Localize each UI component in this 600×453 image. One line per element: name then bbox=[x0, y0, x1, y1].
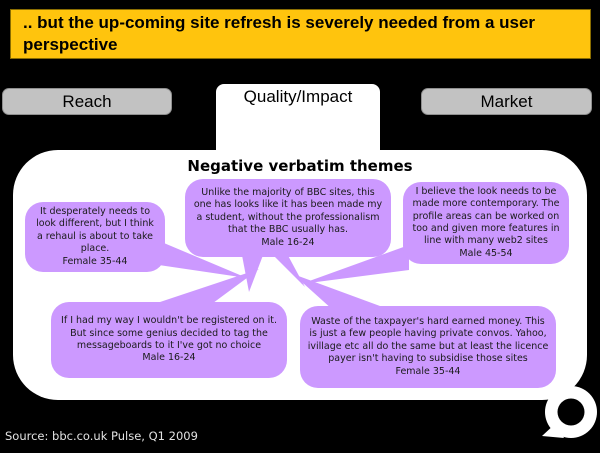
tab-market[interactable]: Market bbox=[421, 88, 592, 115]
quote-attribution: Female 35-44 bbox=[62, 255, 128, 267]
quote-attribution: Female 35-44 bbox=[395, 365, 461, 377]
quote-text: Unlike the majority of BBC sites, this o… bbox=[193, 187, 383, 236]
tab-reach[interactable]: Reach bbox=[2, 88, 172, 115]
quote-text: If I had my way I wouldn't be registered… bbox=[61, 315, 277, 351]
panel-heading: Negative verbatim themes bbox=[187, 157, 413, 175]
quote-bubble-left: It desperately needs to look different, … bbox=[25, 202, 165, 272]
verbatim-panel: Negative verbatim themes It desperately … bbox=[13, 150, 587, 400]
quote-bubble-right: I believe the look needs to be made more… bbox=[403, 182, 569, 264]
quote-bubble-bottom-left: If I had my way I wouldn't be registered… bbox=[51, 302, 287, 378]
quote-attribution: Male 16-24 bbox=[261, 236, 315, 248]
quote-text: It desperately needs to look different, … bbox=[36, 206, 154, 255]
quote-attribution: Male 45-54 bbox=[459, 247, 513, 259]
quote-bubble-center: Unlike the majority of BBC sites, this o… bbox=[185, 179, 391, 257]
bubble-tails bbox=[148, 238, 409, 310]
quote-text: I believe the look needs to be made more… bbox=[412, 185, 560, 247]
slide-headline: .. but the up-coming site refresh is sev… bbox=[10, 9, 591, 59]
speech-bubble-logo-icon bbox=[542, 386, 597, 438]
source-caption: Source: bbc.co.uk Pulse, Q1 2009 bbox=[5, 429, 198, 443]
quote-attribution: Male 16-24 bbox=[142, 352, 196, 364]
quote-text: Waste of the taxpayer's hard earned mone… bbox=[307, 316, 549, 365]
tab-quality-impact[interactable]: Quality/Impact bbox=[216, 84, 380, 154]
quote-bubble-bottom-right: Waste of the taxpayer's hard earned mone… bbox=[300, 306, 556, 388]
